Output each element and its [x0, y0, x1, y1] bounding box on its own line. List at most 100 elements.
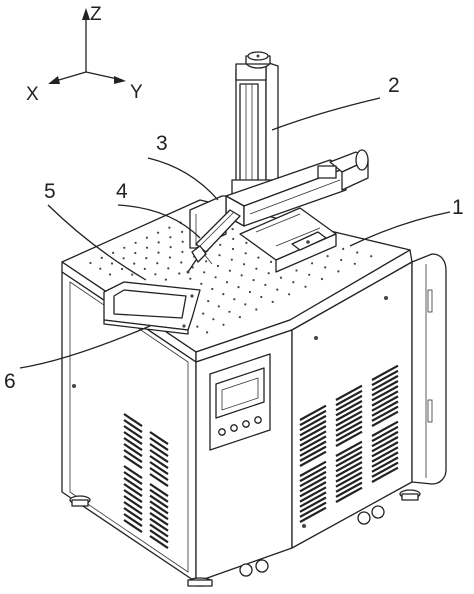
table-hole — [295, 269, 298, 272]
table-hole — [264, 283, 267, 286]
column-side — [265, 61, 279, 187]
fixture-inner — [113, 289, 187, 319]
control-button-4 — [254, 416, 262, 424]
vent-slat — [149, 467, 169, 482]
y-slide-bolt — [306, 240, 310, 244]
vent-slat — [299, 501, 327, 518]
leaders — [19, 97, 451, 369]
y-axis-label: Y — [130, 82, 143, 103]
table-hole — [145, 246, 149, 249]
table-hole — [99, 267, 102, 270]
vent-slat — [371, 395, 399, 412]
vent-slat — [299, 491, 327, 508]
table-hole — [123, 246, 126, 249]
table-hole — [240, 274, 243, 277]
vent-slat — [299, 506, 327, 523]
vent-slat — [299, 496, 327, 513]
table-hole — [244, 303, 247, 306]
welding-head — [186, 209, 241, 274]
table-hole — [222, 293, 225, 296]
callout-4: 4 — [116, 180, 128, 203]
table-hole — [156, 262, 159, 265]
table-hole — [216, 264, 220, 268]
table-hole — [157, 231, 160, 234]
vent-slat — [371, 364, 399, 381]
table-hole — [180, 261, 183, 264]
panel-screw — [302, 524, 306, 528]
vent-slat — [335, 384, 363, 401]
table-hole — [225, 281, 229, 284]
table-hole — [270, 260, 273, 263]
vent-slat — [371, 456, 399, 473]
panel-screw — [384, 296, 388, 300]
table-hole — [122, 257, 125, 260]
vent-slat — [335, 410, 363, 427]
control-panel — [209, 353, 271, 451]
nozzle-tip-icon — [186, 270, 190, 274]
vent-slat — [123, 501, 143, 516]
table-hole — [206, 331, 209, 334]
table-hole — [232, 237, 235, 240]
vent-slat — [123, 443, 143, 458]
table-hole — [131, 273, 134, 276]
table-hole — [228, 310, 231, 313]
vent-slat — [371, 436, 399, 453]
vent-slat — [371, 369, 399, 387]
cabinet — [61, 199, 447, 587]
vent-slat — [371, 380, 399, 397]
table-hole — [326, 255, 329, 258]
vent-slat — [335, 400, 363, 417]
table-hole — [157, 251, 160, 254]
leader-6 — [19, 325, 151, 369]
table-hole — [133, 262, 136, 265]
vent-slat — [149, 443, 169, 458]
table-hole — [370, 255, 373, 258]
table-hole — [145, 257, 148, 260]
control-button-1 — [218, 428, 226, 436]
z-motor-shaft-icon — [256, 54, 260, 58]
table-hole — [202, 312, 205, 315]
callout-3: 3 — [156, 132, 168, 155]
vent-slat — [123, 495, 143, 510]
vent-slat — [335, 445, 363, 463]
table-hole — [181, 230, 184, 233]
table-hole — [203, 271, 206, 274]
table-hole — [200, 282, 203, 285]
table-hole — [181, 250, 184, 253]
table-hole — [271, 300, 274, 303]
vent-slat — [123, 507, 143, 522]
table-hole — [169, 246, 172, 249]
table-hole — [311, 262, 314, 265]
table-hole — [89, 261, 92, 265]
left-panel-frame — [69, 281, 189, 573]
vent-slat — [123, 431, 143, 446]
vent-slat — [299, 404, 327, 421]
table-hole — [222, 323, 225, 326]
z-axis-arrow-icon — [82, 8, 90, 20]
vent-slat — [299, 481, 327, 498]
table-hole — [238, 316, 241, 319]
vent-slat — [335, 450, 363, 468]
head-line — [199, 211, 235, 247]
table-hole — [167, 267, 170, 270]
table-hole — [100, 256, 103, 259]
table-hole — [178, 272, 181, 275]
control-button-2 — [230, 424, 238, 432]
vent-slat — [371, 410, 399, 427]
vent-slat — [335, 456, 363, 473]
y-slide-rail — [275, 227, 321, 247]
table-hole — [121, 267, 124, 271]
callout-1: 1 — [452, 196, 464, 219]
table-hole — [231, 247, 235, 251]
display-inner — [221, 377, 259, 411]
table-hole — [219, 243, 222, 246]
vent-slat — [123, 455, 143, 470]
vent-slat — [149, 488, 169, 503]
table-hole — [230, 258, 233, 261]
vent-slat — [371, 390, 399, 407]
table-hole — [189, 277, 192, 280]
vent-slat — [335, 486, 363, 503]
leader-4 — [117, 204, 201, 239]
table-hole — [308, 273, 311, 276]
